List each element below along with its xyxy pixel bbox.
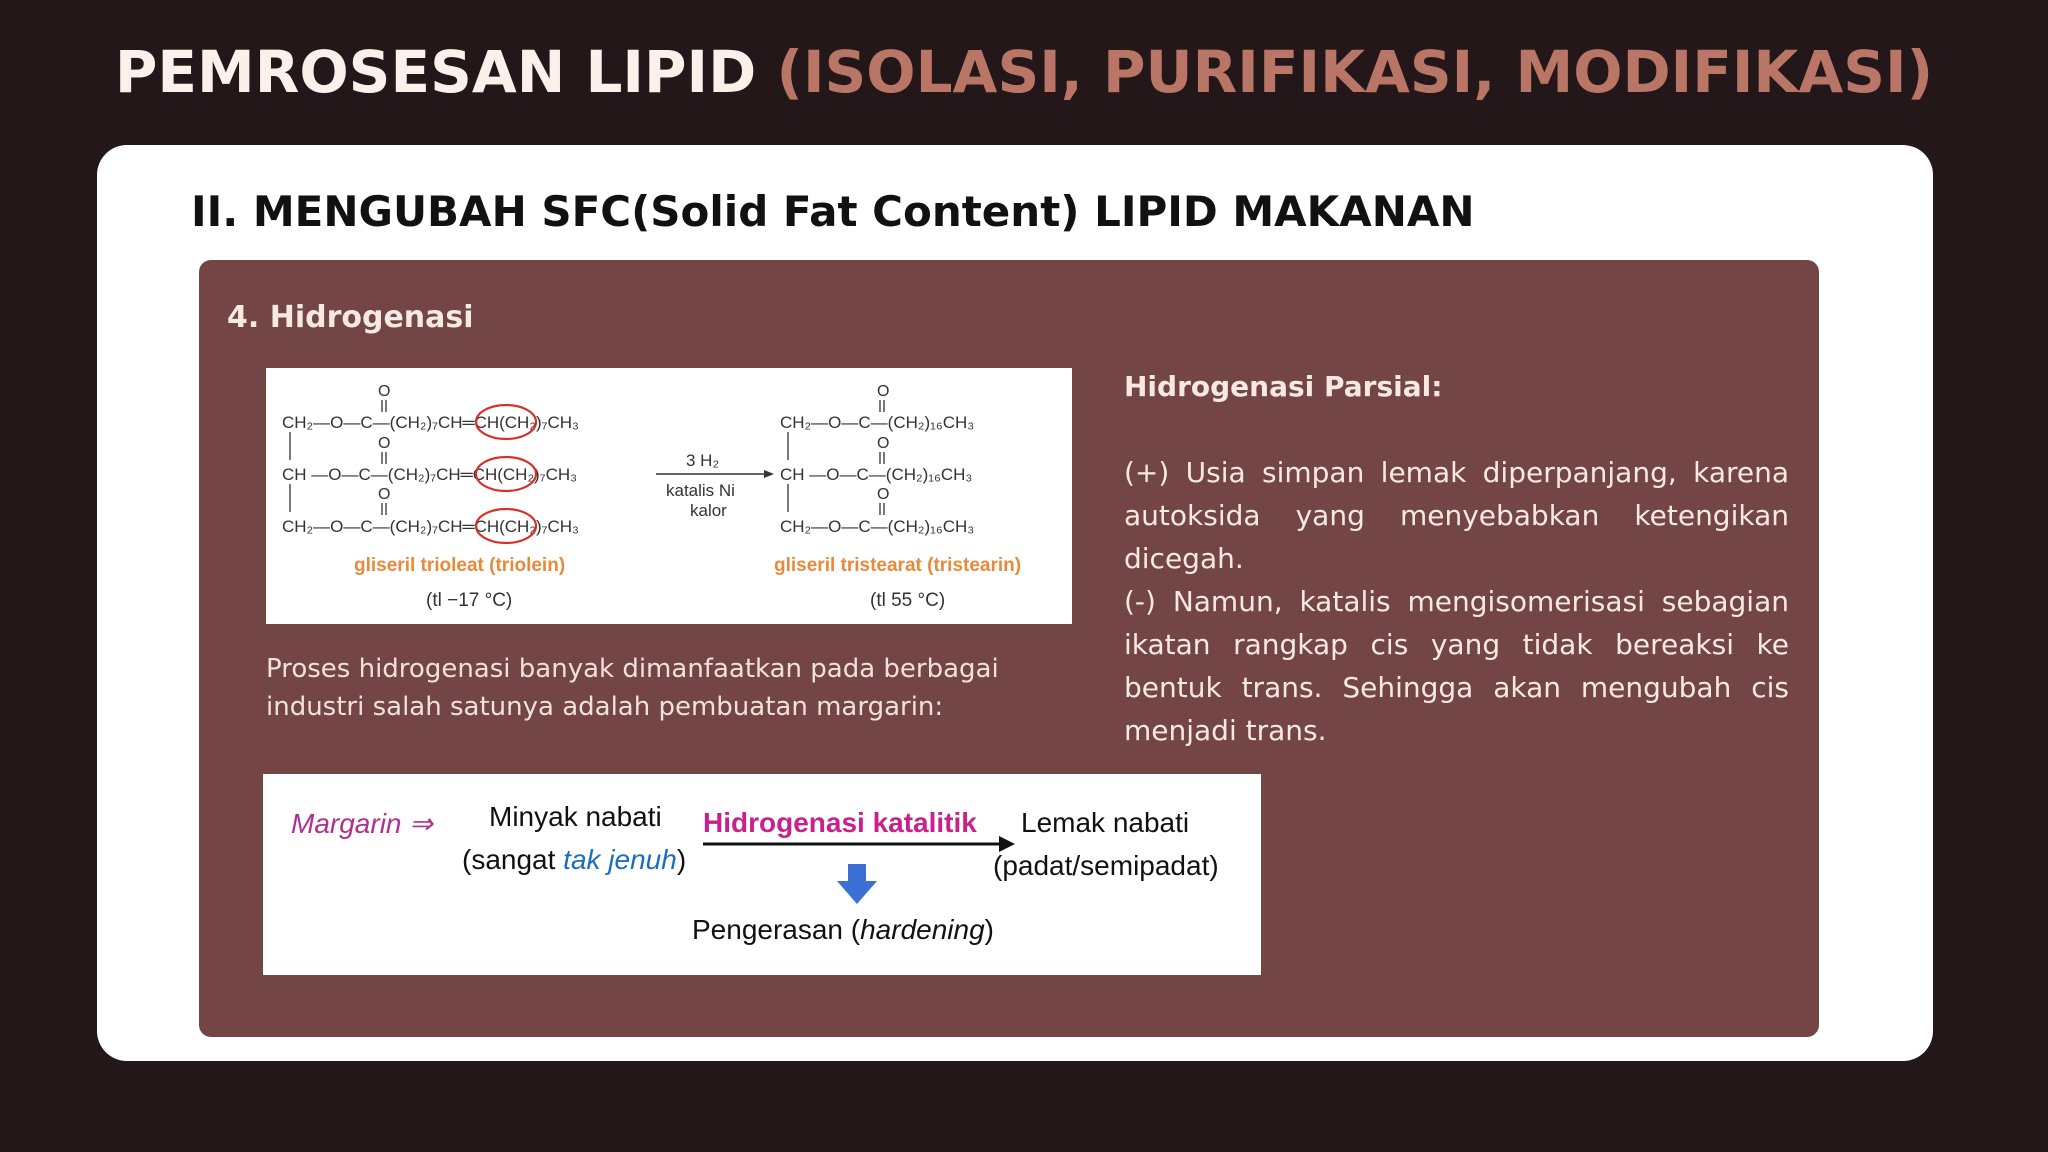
left-chain-row: CH₂—O—C—(CH₂)₇CH═CH(CH₂)₇CH₃: [282, 413, 579, 432]
reaction-figure: O O O CH₂—O—C—(CH₂)₇CH═CH(CH₂)₇CH₃ CH —O…: [266, 368, 1072, 624]
left-chain-row: CH₂—O—C—(CH₂)₇CH═CH(CH₂)₇CH₃: [282, 517, 579, 536]
catalyst-label: katalis Ni: [666, 481, 735, 500]
figure-caption: Proses hidrogenasi banyak dimanfaatkan p…: [266, 654, 999, 722]
triolein-melting-point: (tl −17 °C): [426, 590, 512, 611]
right-carbonyl-o: O: [877, 435, 889, 452]
partial-heading: Hidrogenasi Parsial:: [1124, 370, 1443, 403]
slide-title-accent: (ISOLASI, PURIFIKASI, MODIFIKASI): [776, 38, 1934, 106]
right-chain-row: CH₂—O—C—(CH₂)₁₆CH₃: [780, 517, 974, 536]
left-carbonyl-o: O: [378, 383, 390, 400]
panel-subheading: 4. Hidrogenasi: [227, 300, 474, 335]
end-line2: (padat/semipadat): [993, 850, 1219, 881]
start-line2: (sangat tak jenuh): [462, 844, 686, 875]
double-bond-circle: [474, 507, 538, 545]
heat-label: kalor: [690, 501, 727, 520]
left-chain-row: CH —O—C—(CH₂)₇CH═CH(CH₂)₇CH₃: [282, 465, 577, 484]
partial-disadvantage: (-) Namun, katalis mengisomerisasi sebag…: [1124, 585, 1789, 747]
tristearin-melting-point: (tl 55 °C): [870, 590, 945, 611]
tristearin-name: gliseril tristearat (tristearin): [774, 555, 1021, 576]
partial-advantage: (+) Usia simpan lemak diperpanjang, kare…: [1124, 456, 1789, 575]
partial-hydrogenation-text: Hidrogenasi Parsial: (+) Usia simpan lem…: [1124, 365, 1789, 752]
margarin-figure: Margarin ⇒ Minyak nabati (sangat tak jen…: [263, 774, 1261, 975]
right-chain-row: CH₂—O—C—(CH₂)₁₆CH₃: [780, 413, 974, 432]
section-heading: II. MENGUBAH SFC(Solid Fat Content) LIPI…: [191, 187, 1475, 236]
down-arrow-icon: [837, 864, 877, 904]
slide-title: PEMROSESAN LIPID (ISOLASI, PURIFIKASI, M…: [0, 38, 2048, 106]
slide-title-main: PEMROSESAN LIPID: [114, 38, 757, 106]
hardening-label: Pengerasan (hardening): [692, 914, 994, 945]
right-carbonyl-o: O: [877, 486, 889, 503]
right-chain-row: CH —O—C—(CH₂)₁₆CH₃: [780, 465, 972, 484]
end-line1: Lemak nabati: [1021, 807, 1189, 838]
right-carbonyl-o: O: [877, 383, 889, 400]
start-line1: Minyak nabati: [489, 801, 662, 832]
left-carbonyl-o: O: [378, 435, 390, 452]
margarin-svg: Margarin ⇒ Minyak nabati (sangat tak jen…: [291, 801, 1219, 945]
double-bond-circle: [474, 403, 538, 441]
hydrogenation-panel: 4. Hidrogenasi O O O CH₂—O—C—(CH₂)₇CH═CH…: [199, 260, 1819, 1037]
margarin-label: Margarin ⇒: [291, 808, 434, 839]
reaction-svg: O O O CH₂—O—C—(CH₂)₇CH═CH(CH₂)₇CH₃ CH —O…: [282, 383, 1021, 611]
process-arrow-head: [999, 836, 1015, 852]
process-label: Hidrogenasi katalitik: [703, 807, 977, 838]
triolein-name: gliseril trioleat (triolein): [354, 555, 565, 576]
reaction-arrow-head: [764, 470, 774, 478]
reagent-label: 3 H₂: [686, 451, 719, 470]
double-bond-circle: [474, 455, 538, 493]
left-carbonyl-o: O: [378, 486, 390, 503]
content-card: II. MENGUBAH SFC(Solid Fat Content) LIPI…: [97, 145, 1933, 1061]
